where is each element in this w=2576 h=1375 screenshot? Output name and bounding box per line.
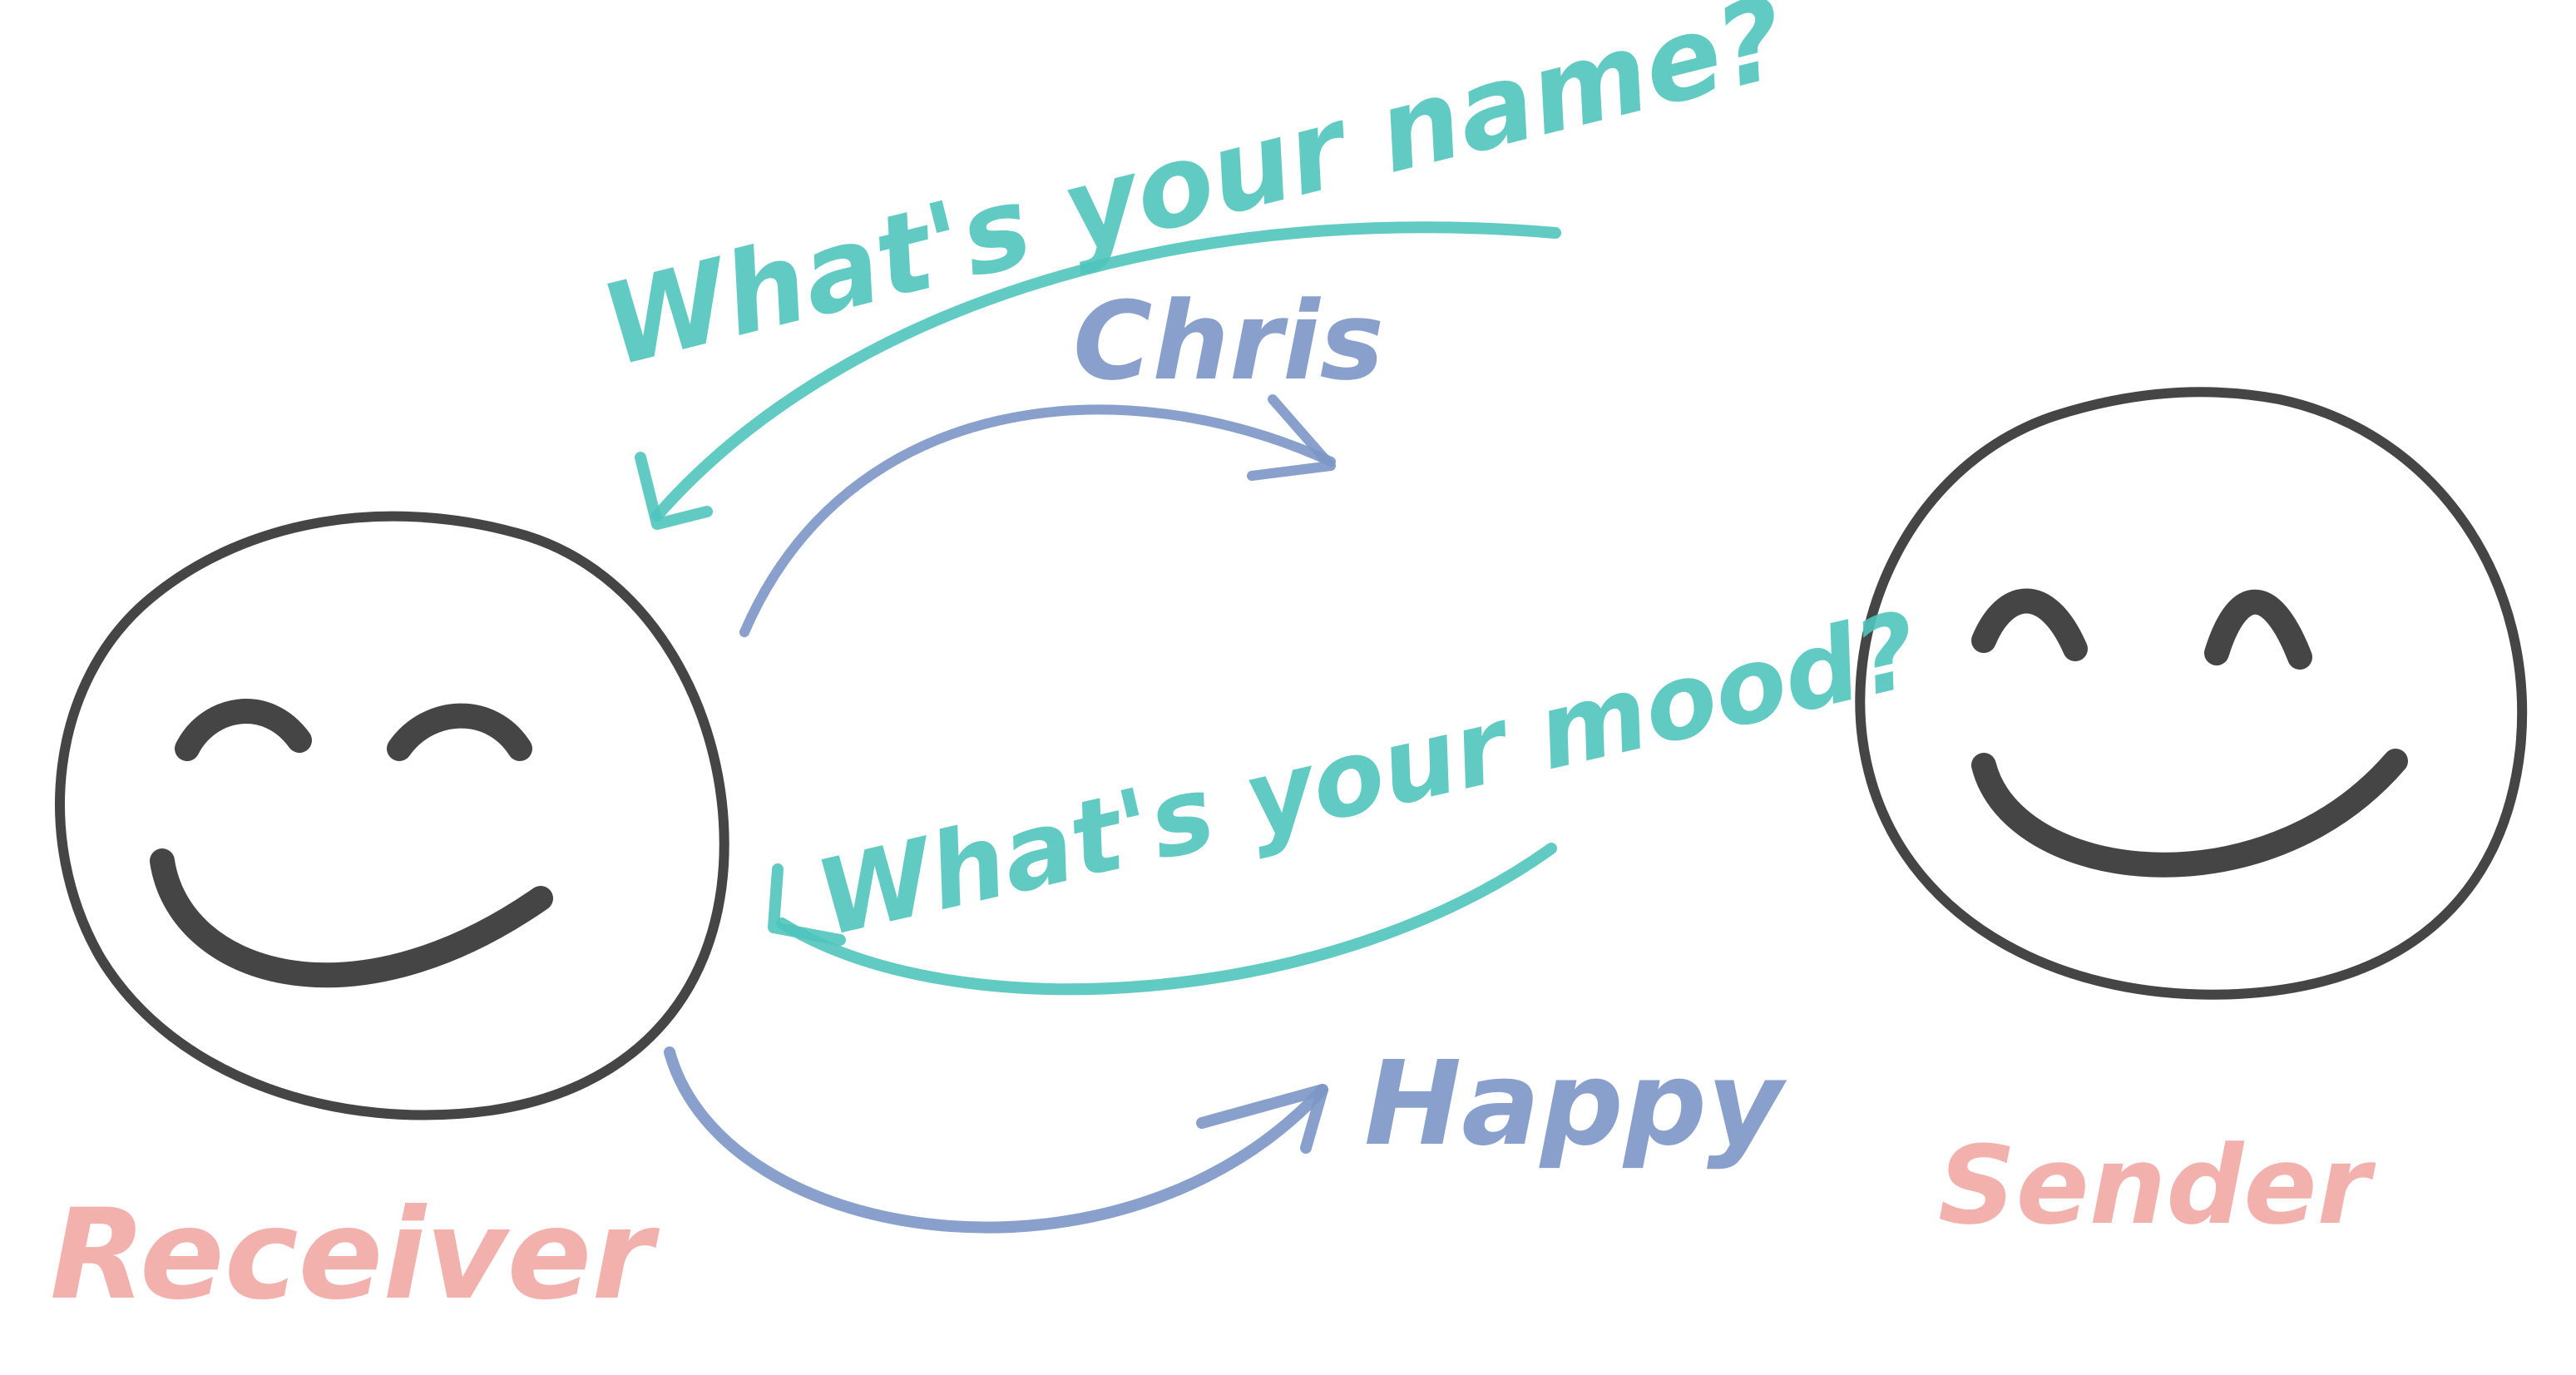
receiver-face-outline [55, 511, 729, 1120]
sender-mouth [1971, 749, 2408, 878]
sender-face-outline [1855, 387, 2528, 1000]
answer-mood-arrow [664, 1046, 1328, 1234]
answer-mood-text: Happy [1364, 1036, 1787, 1172]
sender-right-eye [2204, 590, 2312, 670]
receiver-right-eye [387, 703, 532, 761]
question-mood-text: What's your mood? [806, 590, 1930, 961]
receiver-face-icon [55, 511, 729, 1120]
question-mood-arrow [768, 843, 1557, 996]
receiver-label: Receiver [50, 1183, 660, 1328]
sender-face-icon [1855, 387, 2528, 1000]
receiver-mouth [150, 848, 553, 988]
question-name-arrow [635, 221, 1561, 530]
sender-label: Sender [1938, 1122, 2376, 1249]
answer-name-arrow [739, 394, 1336, 637]
sender-left-eye [1971, 588, 2088, 661]
receiver-left-eye [175, 699, 312, 761]
answer-name-text: Chris [1073, 278, 1384, 404]
